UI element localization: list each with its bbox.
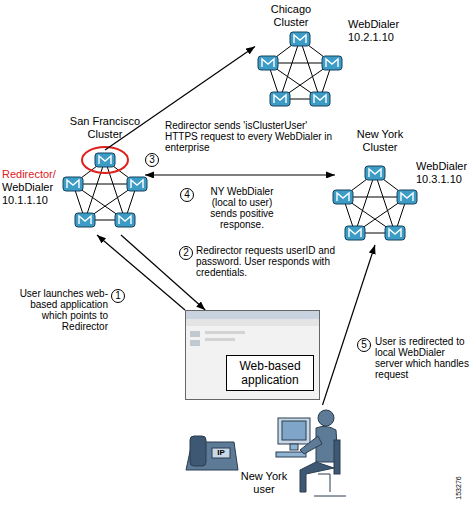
server-mark bbox=[349, 229, 361, 237]
connector-arrow bbox=[97, 235, 185, 310]
server-symbol bbox=[258, 56, 278, 70]
server-symbol bbox=[127, 177, 147, 191]
server-symbol bbox=[322, 56, 342, 70]
connector-arrow bbox=[323, 245, 376, 405]
server-mark bbox=[294, 35, 306, 43]
cluster-icon: Chicago ClusterWebDialer 10.2.1.10 bbox=[255, 30, 345, 112]
server-mark bbox=[99, 156, 111, 164]
cluster-label: WebDialer 10.3.1.10 bbox=[416, 160, 470, 186]
server-symbol bbox=[63, 177, 83, 191]
cluster-icon: New York ClusterWebDialer 10.3.1.10 bbox=[335, 165, 415, 245]
server-symbol bbox=[345, 226, 365, 240]
cluster-label: New York Cluster bbox=[350, 128, 410, 154]
phone-mark: IP bbox=[212, 448, 230, 458]
server-mark bbox=[67, 180, 79, 188]
server-symbol bbox=[115, 213, 135, 227]
callout-number: 4 bbox=[180, 188, 194, 202]
ip-phone bbox=[186, 436, 238, 470]
mesh-link bbox=[375, 173, 395, 233]
server-mark bbox=[262, 59, 274, 67]
highlight-ellipse bbox=[82, 147, 128, 173]
server-symbol bbox=[365, 166, 385, 180]
server-symbol bbox=[290, 32, 310, 46]
server-mark bbox=[314, 95, 326, 103]
browser-window bbox=[185, 310, 320, 400]
step-note: NY WebDialer (local to user) sends posit… bbox=[200, 186, 284, 230]
server-mark bbox=[369, 169, 381, 177]
user-figure bbox=[276, 410, 346, 496]
callout-number: 3 bbox=[145, 153, 159, 167]
server-mark bbox=[131, 180, 143, 188]
server-symbol bbox=[270, 92, 290, 106]
server-mark bbox=[401, 193, 413, 201]
server-mark bbox=[79, 216, 91, 224]
mesh-link bbox=[300, 39, 320, 99]
cluster-icons bbox=[63, 32, 417, 240]
cluster-label: New York user bbox=[238, 470, 290, 496]
callout-number: 2 bbox=[179, 246, 193, 260]
cluster-label: WebDialer 10.2.1.10 bbox=[348, 18, 408, 44]
step-note: User is redirected to local WebDialer se… bbox=[375, 336, 471, 380]
callout-number: 5 bbox=[357, 338, 371, 352]
server-mark bbox=[389, 229, 401, 237]
cluster-label: Redirector/ bbox=[2, 168, 58, 181]
server-mark bbox=[274, 95, 286, 103]
server-symbol bbox=[333, 190, 353, 204]
cluster-icon: San Francisco ClusterRedirector/WebDiale… bbox=[65, 150, 145, 235]
server-symbol bbox=[75, 213, 95, 227]
server-symbol bbox=[310, 92, 330, 106]
figure-number: 153276 bbox=[455, 470, 463, 506]
server-mark bbox=[326, 59, 338, 67]
step-note: User launches web-based application whic… bbox=[3, 288, 108, 332]
connector-arrow bbox=[145, 174, 335, 175]
step-note: Redirector requests userID and password.… bbox=[196, 245, 336, 278]
connector-arrow bbox=[121, 235, 205, 310]
server-symbol bbox=[95, 153, 115, 167]
server-mark bbox=[337, 193, 349, 201]
web-app-window: Web-based application bbox=[185, 310, 320, 400]
cluster-label: Chicago Cluster bbox=[262, 3, 320, 29]
user-figure: New York user bbox=[270, 405, 345, 470]
cluster-label: San Francisco Cluster bbox=[65, 115, 145, 141]
step-note: Redirector sends 'isClusterUser' HTTPS r… bbox=[165, 120, 333, 153]
cluster-label: WebDialer 10.1.1.10 bbox=[2, 181, 58, 207]
server-symbol bbox=[397, 190, 417, 204]
server-mark bbox=[119, 216, 131, 224]
mesh-link bbox=[355, 173, 375, 233]
mesh-link bbox=[280, 39, 300, 99]
callout-number: 1 bbox=[111, 289, 125, 303]
app-label: Web-based application bbox=[226, 355, 314, 391]
server-symbol bbox=[385, 226, 405, 240]
